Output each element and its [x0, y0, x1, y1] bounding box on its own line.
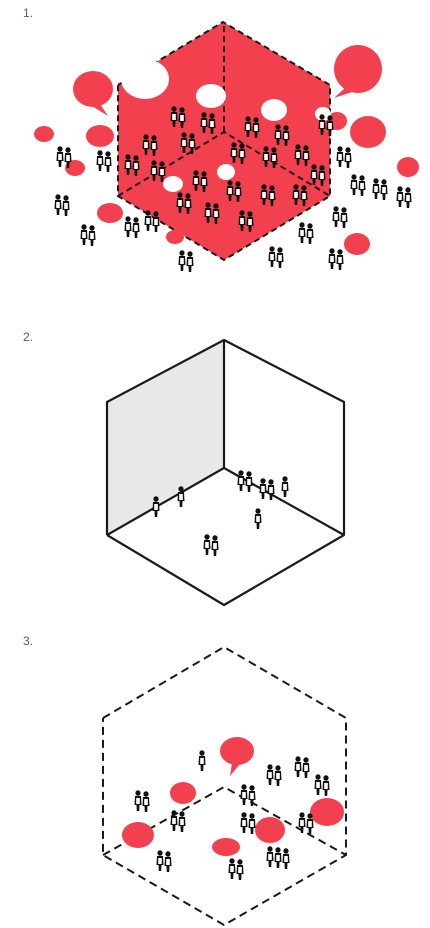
white-bubbles-on-cube [163, 84, 331, 192]
cube-front-face [118, 22, 330, 260]
speech-bubbles-3 [122, 737, 344, 856]
left-wall [107, 340, 224, 535]
panel-1-cube-diagram [34, 20, 419, 272]
panel-3-dashed-cube-diagram [102, 645, 347, 927]
panel-1-label: 1. [23, 6, 34, 20]
panel-2-label: 2. [23, 330, 34, 344]
panel-2-room-diagram [105, 338, 346, 607]
panel-3-label: 3. [23, 634, 34, 648]
speech-bubbles [34, 45, 419, 255]
